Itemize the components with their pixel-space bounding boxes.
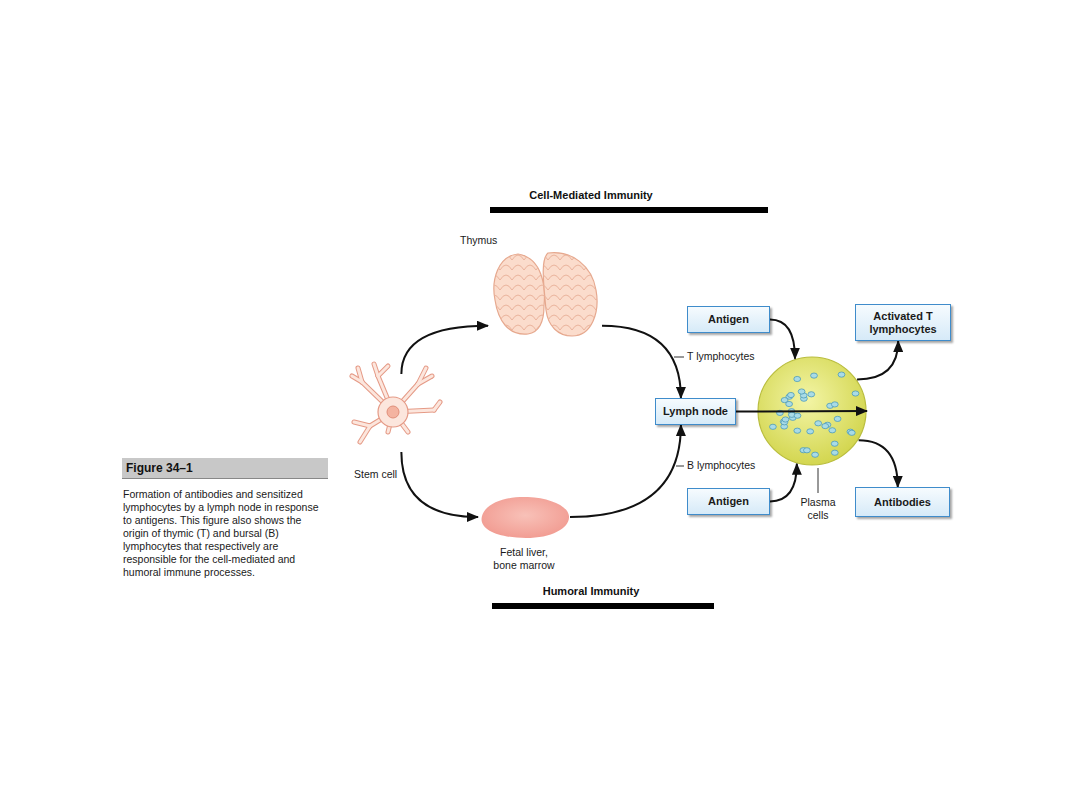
leader-line xyxy=(676,466,684,467)
arrow-connector xyxy=(859,440,898,487)
process-box: Antigen xyxy=(687,306,770,333)
stem-cell: Stem cell xyxy=(348,362,440,462)
node-label: Fetal liver, bone marrow xyxy=(488,546,560,572)
process-box: Activated T lymphocytes xyxy=(855,304,951,341)
figure-number: Figure 34–1 xyxy=(122,458,328,479)
leader-line xyxy=(674,357,684,358)
section-title: Cell-Mediated Immunity xyxy=(441,189,741,201)
thymus: Thymus xyxy=(488,250,602,338)
process-box: Antibodies xyxy=(855,487,950,517)
fetal-liver: Fetal liver, bone marrow xyxy=(478,494,570,540)
lymph-node-illustration xyxy=(757,356,867,466)
arrow-connector xyxy=(401,326,488,374)
arrow-connector xyxy=(770,464,797,502)
figure-caption: Formation of antibodies and sensitized l… xyxy=(123,488,329,579)
leader-line xyxy=(818,468,819,493)
stem-cell-illustration xyxy=(348,362,440,462)
node-label: Stem cell xyxy=(354,468,414,481)
node-label: Thymus xyxy=(460,234,520,247)
title-bar xyxy=(490,207,768,213)
arrow-connector xyxy=(770,320,795,359)
box-label: Antigen xyxy=(708,495,749,508)
edge-label: T lymphocytes xyxy=(686,350,756,363)
process-box: Antigen xyxy=(687,488,770,515)
node-label: Plasma cells xyxy=(791,496,845,522)
arrow-connector xyxy=(570,425,681,517)
liver-illustration xyxy=(478,494,570,540)
arrow-connector xyxy=(401,452,478,517)
process-box: Lymph node xyxy=(655,398,736,425)
arrow-connector xyxy=(602,326,681,398)
lymph-node: Plasma cells xyxy=(757,356,867,466)
title-bar xyxy=(492,603,714,609)
arrow-connector xyxy=(857,341,898,379)
edge-label: B lymphocytes xyxy=(686,459,756,472)
thymus-illustration xyxy=(488,250,602,338)
box-label: Activated T lymphocytes xyxy=(860,310,946,336)
box-label: Antigen xyxy=(708,313,749,326)
box-label: Antibodies xyxy=(874,496,931,509)
section-title: Humoral Immunity xyxy=(441,585,741,597)
box-label: Lymph node xyxy=(663,405,728,418)
